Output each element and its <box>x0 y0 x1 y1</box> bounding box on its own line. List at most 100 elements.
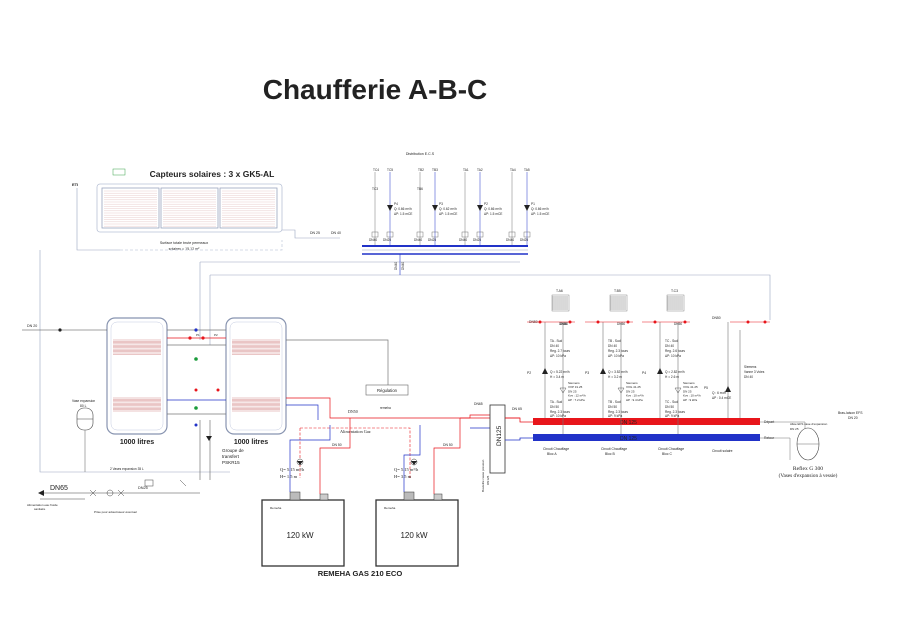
solar-controller-icon <box>112 168 126 176</box>
ecs-valve-icon <box>476 231 484 238</box>
circuit-dn-a: DN 40 <box>665 344 674 348</box>
separator-label: DN125 <box>496 425 503 446</box>
boiler-right-power: 120 kW <box>400 531 428 540</box>
circuit-pump-name: P3 <box>585 371 589 375</box>
left-dn20: DN 20 <box>27 324 37 328</box>
ecs-pump-q: Q: 0.66 m³/h <box>531 207 549 211</box>
boiler-left-power: 120 kW <box>286 531 314 540</box>
ecs-pump-q: Q: 0.66 m³/h <box>394 207 412 211</box>
circuit-sensor: TB - Sud <box>608 339 621 343</box>
ecs-pump-name: P1 <box>531 202 535 206</box>
expansion-vessel-label1: Vase expansion <box>72 399 95 403</box>
circuit-dn-a: DN 40 <box>608 344 617 348</box>
circuit-dn: DN50 <box>674 322 682 326</box>
ecs-valve-icon <box>461 231 469 238</box>
regulation-box <box>365 384 409 396</box>
circuit-dn-b: DN 50 <box>665 405 674 409</box>
hydraulic-separator <box>489 404 506 474</box>
regulation-sub: remeha <box>380 406 391 410</box>
solar-surface-line1: Surface totale brute permeaux <box>160 241 209 245</box>
circuit-sensor-icon <box>596 320 600 324</box>
ecs-dn: DN25 <box>428 238 436 242</box>
expansion-vessel-label2: 80 L <box>80 404 87 408</box>
ecs-dn: DN40 <box>369 238 377 242</box>
transfer-group-line1: Groupe de <box>222 448 244 453</box>
ecs-pump-icon <box>524 205 530 211</box>
ecs-pump-q: Q: 0.66 m³/h <box>484 207 502 211</box>
gas-dn50: DN50 <box>348 409 358 414</box>
radiator-icon <box>666 294 685 312</box>
circuit-sensor: TA - Sud <box>550 339 562 343</box>
inlet-note-line1: Alimentation eau froide <box>27 503 58 507</box>
circuit-reg: Reg. 2.7 tours <box>550 349 570 353</box>
solar-collectors <box>96 183 283 233</box>
circuit-label-2: Bloc C <box>662 452 673 456</box>
circuit-temp: T.C3 <box>671 289 678 293</box>
transfer-group-line3: PSKR15 <box>222 460 240 465</box>
storage-tank-left <box>106 317 168 435</box>
solar-circuit-q: Q : 6 m³/h <box>712 391 726 395</box>
circuit-reg2: Reg. 2.3 tours <box>665 410 685 414</box>
circuit-dn-b: DN 50 <box>608 405 617 409</box>
circuit-sensor-icon <box>568 320 572 324</box>
ecs-sensor: TC5 <box>387 168 393 172</box>
circuit-valve-text: Kvs : 10 m³/h <box>626 394 644 398</box>
left-dn25: DN25 <box>138 486 148 490</box>
tank-piping <box>167 329 520 480</box>
ecs-sensor: TA4 <box>510 168 516 172</box>
solar-circuit-valve3: DN 40 <box>744 375 753 379</box>
circuit-valve-text: DN 25 <box>568 389 577 393</box>
storage-tank-right <box>225 317 287 435</box>
circuit-valve-icon <box>617 387 625 394</box>
circuit-sensor2: TC - Sud <box>665 400 678 404</box>
hot-collector-dn: DN 125 <box>620 420 637 426</box>
ecs-valve-icon <box>508 231 516 238</box>
ecs-vertical-dn-2: DN40 <box>401 262 405 270</box>
hot-collector <box>533 418 760 425</box>
circuit-pump-icon <box>600 368 606 374</box>
reflex-vessel <box>796 427 820 461</box>
cold-collector-dn: DN 125 <box>620 436 637 442</box>
regulation-label: Régulation <box>377 388 398 393</box>
boiler-model: REMEHA GAS 210 ECO <box>318 569 403 578</box>
circuit-dp2: ΔP: 9 kPa <box>665 414 679 418</box>
circuit-label-2: Bloc A <box>547 452 557 456</box>
boiler-right-brand: Remeha <box>384 506 396 510</box>
circuit-sensor-icon <box>626 320 630 324</box>
solar-circuit <box>725 320 770 418</box>
transfer-group-line2: transfert <box>222 454 240 459</box>
solar-circuit-pump: P5 <box>704 386 708 390</box>
ecs-sensor: TC4 <box>373 168 379 172</box>
circuit-q: Q = 5.22 m³/h <box>550 370 570 374</box>
circuit-label-2: Bloc B <box>605 452 616 456</box>
ecs-pump-icon <box>432 205 438 211</box>
ecs-sensor: TB2 <box>418 168 424 172</box>
boiler-left <box>261 491 345 567</box>
circuit-valve-text: Siemens <box>626 381 638 385</box>
circuit-label-1: Circuit Chauffage <box>658 447 684 451</box>
reflex-sub: (Vases d'expansion à vessie) <box>779 472 838 479</box>
ecs-sensor: TA2 <box>477 168 483 172</box>
circuit-label-1: Circuit Chauffage <box>543 447 569 451</box>
circuit-h: H = 2.6 m <box>665 375 679 379</box>
boiler-left-pump-q: Q= 5.15 m³/h <box>280 467 305 472</box>
gas-label: Alimentation Gaz <box>340 429 371 434</box>
circuit-valve-text: Kvs : 10 m³/h <box>683 394 701 398</box>
circuit-valve-text: Siemens <box>568 381 580 385</box>
circuit-valve-text: Kvs : 12 m³/h <box>568 394 586 398</box>
ecs-valve-icon <box>431 231 439 238</box>
ecs-valve-icon <box>416 231 424 238</box>
ecs-dn: DN40 <box>459 238 467 242</box>
boiler-mid-dn: DN65 <box>474 402 483 406</box>
page-title: Chaufferie A-B-C <box>263 74 488 105</box>
circuit-reg2: Reg. 2.3 tours <box>550 410 570 414</box>
solar-circuit-dn: DN50 <box>712 316 721 320</box>
solar-circuit-label: Circuit solaire <box>712 449 733 453</box>
circuit-dn-b: DN 50 <box>550 405 559 409</box>
ecs-valve-icon <box>523 231 531 238</box>
circuit-dn-extra: DN50 <box>560 322 568 326</box>
circuit-dn: DN50 <box>617 322 625 326</box>
